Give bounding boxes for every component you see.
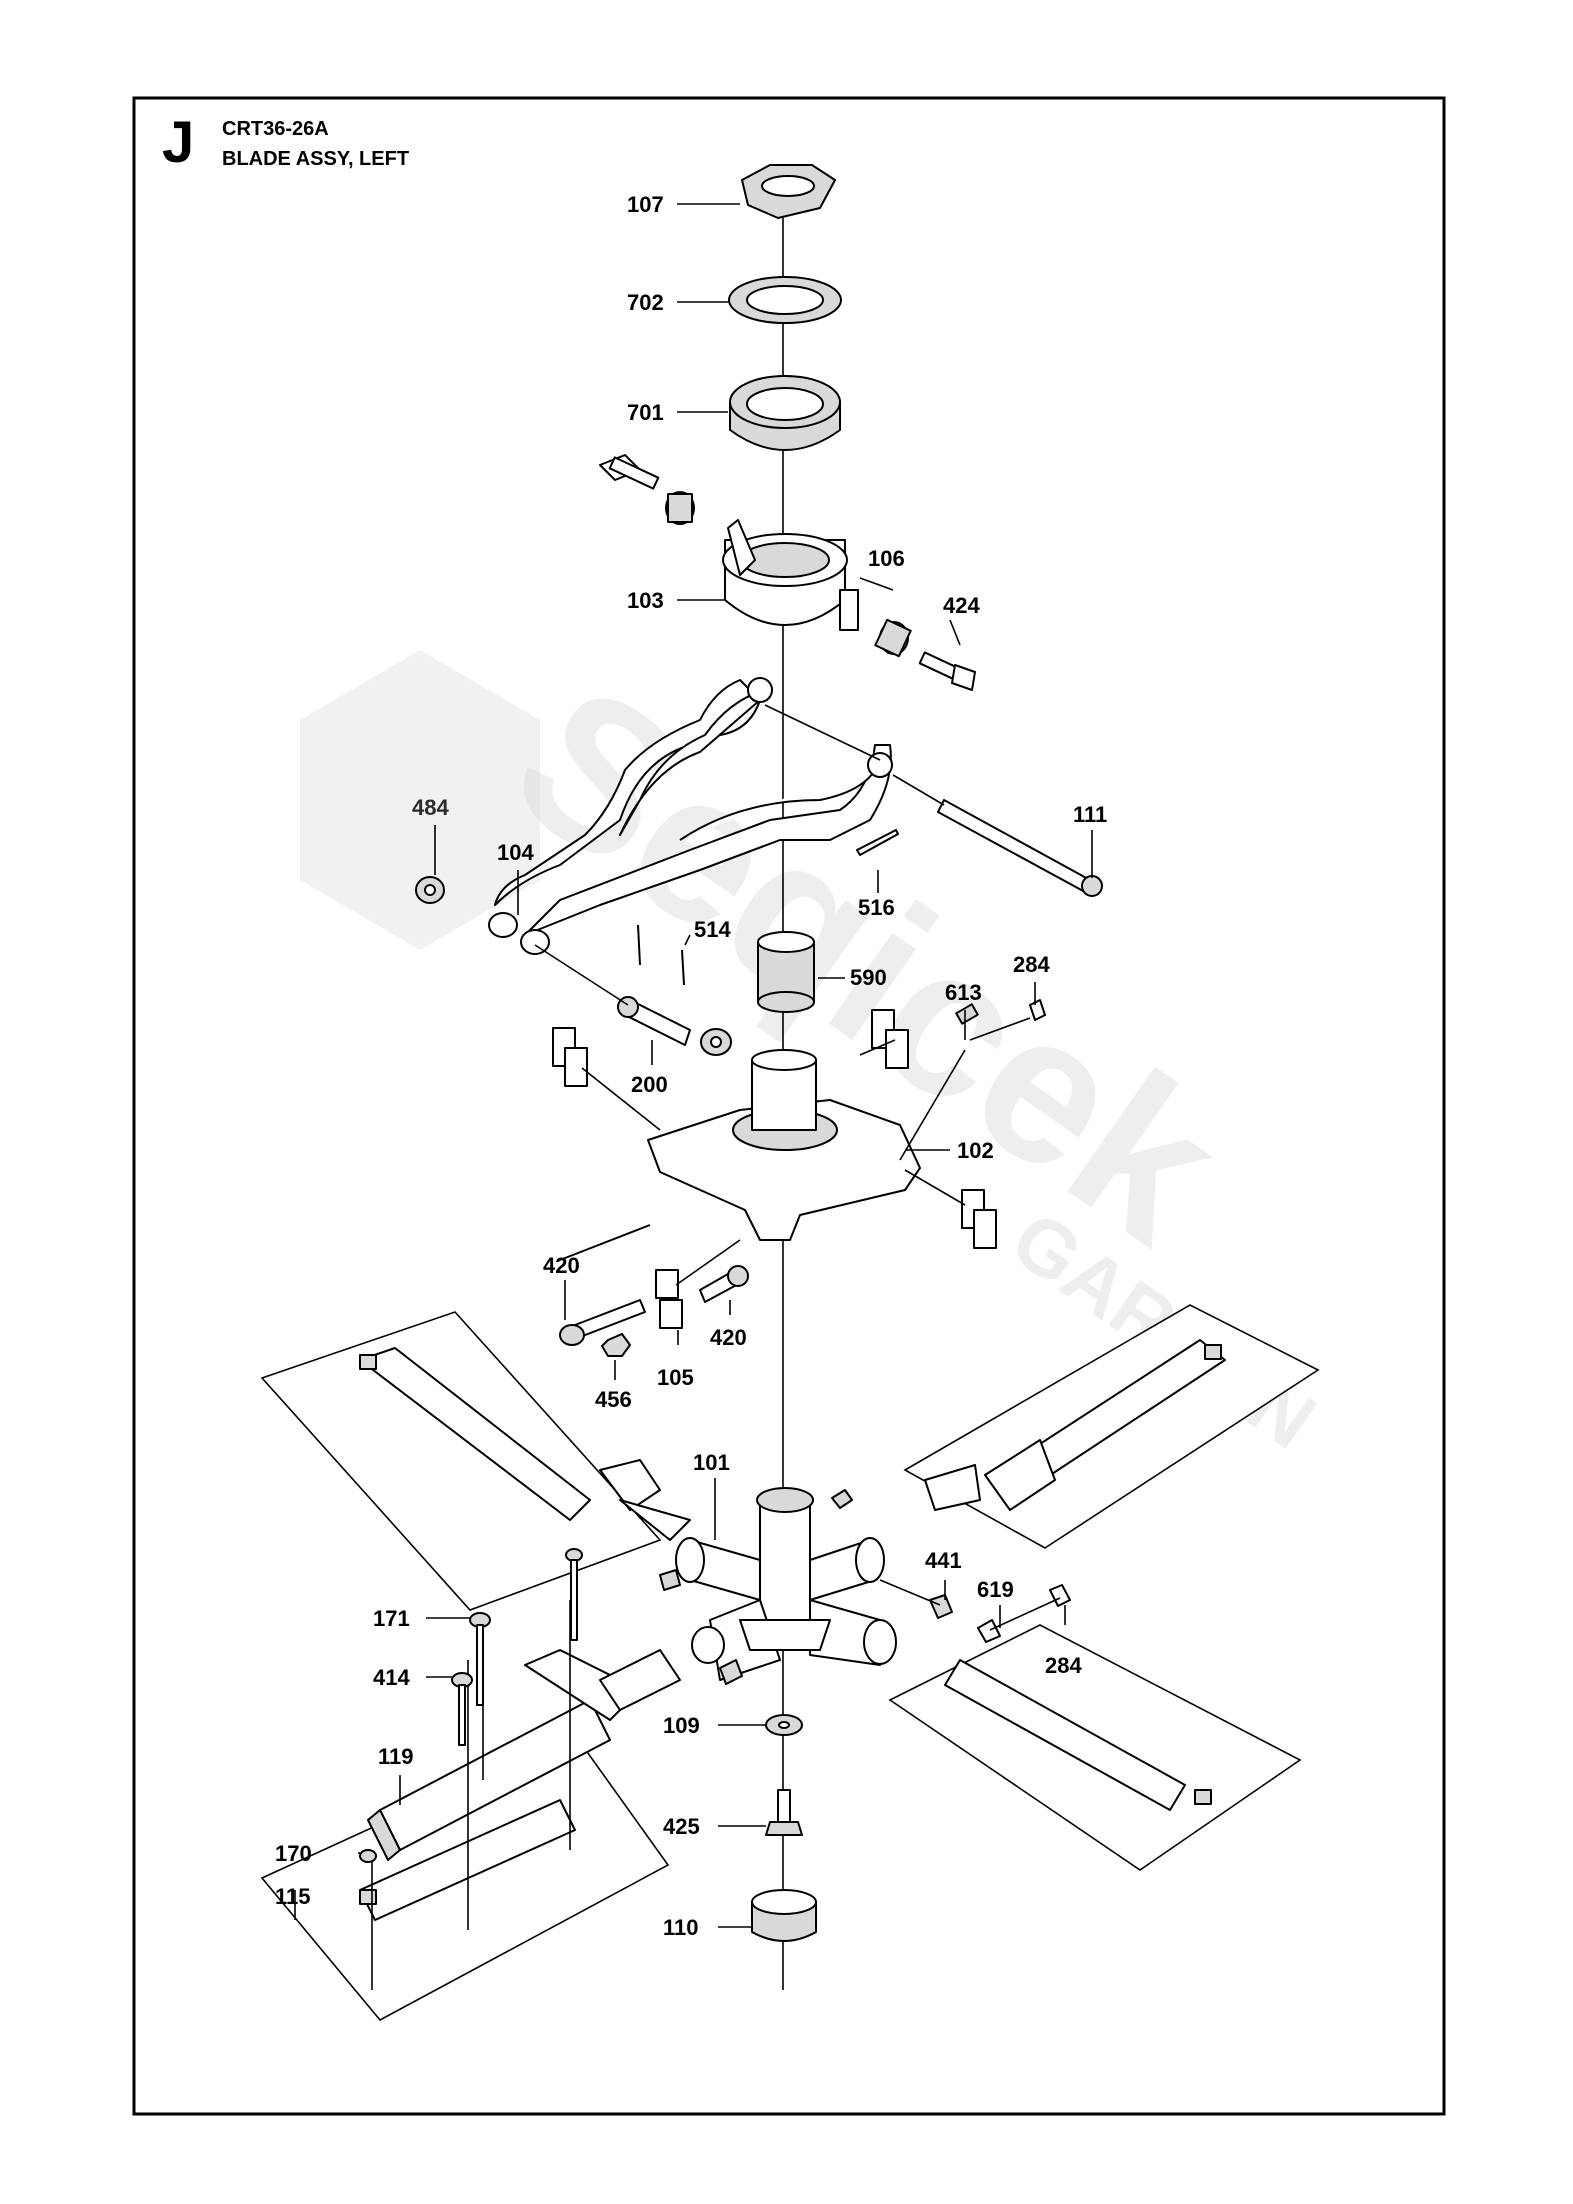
callout-170: 170 [275,1841,312,1866]
seal-ring-702 [728,276,842,324]
pin-200-assembly [534,924,732,1056]
blade-sheet-upper-right [903,1304,1320,1549]
callout-labels: 107 702 701 106 424 103 484 104 111 516 … [275,192,1107,1940]
callout-102: 102 [957,1138,994,1163]
callout-420-left: 420 [543,1253,580,1278]
leader-lines [294,203,1093,1928]
grease-fittings-top [955,999,1046,1025]
callout-619: 619 [977,1577,1014,1602]
callout-701: 701 [627,400,664,425]
pin-111 [892,774,1103,897]
callout-425: 425 [663,1814,700,1839]
assembly-title: BLADE ASSY, LEFT [222,148,409,170]
callout-104: 104 [497,840,534,865]
callout-106: 106 [868,546,905,571]
blade-holder-119 [367,1600,681,1990]
hex-nut-107 [741,164,836,219]
callout-105: 105 [657,1365,694,1390]
callout-613: 613 [945,980,982,1005]
callout-101: 101 [693,1450,730,1475]
callout-414: 414 [373,1665,410,1690]
bearing-housing-103 [599,454,976,691]
grease-fittings-right [879,1579,1071,1643]
section-letter: J [162,110,194,175]
bolt-425 [765,1789,803,1836]
cotter-pin-516 [856,829,899,856]
callout-111: 111 [1073,802,1107,827]
callout-456: 456 [595,1387,632,1412]
callout-284-right: 284 [1045,1653,1082,1678]
callout-107: 107 [627,192,664,217]
page-frame [132,96,1446,2116]
blade-sheet-upper-left [260,1311,691,1611]
callout-441: 441 [925,1548,962,1573]
callout-702: 702 [627,290,664,315]
callout-103: 103 [627,588,664,613]
callout-516: 516 [858,895,895,920]
callout-200: 200 [631,1072,668,1097]
washer-109 [765,1714,803,1736]
callout-115: 115 [275,1884,311,1909]
swing-arm-104 [488,677,893,955]
callout-119: 119 [378,1744,414,1769]
small-bolts-left [359,1548,583,1863]
sleeve-590 [757,931,815,1013]
washer-484 [415,876,445,904]
hub-101 [559,1224,897,1685]
clamp-105-group [559,1239,749,1357]
callout-110: 110 [663,1915,699,1940]
callout-171: 171 [373,1606,410,1631]
model-title: CRT36-26A [222,118,329,140]
callout-284-top: 284 [1013,952,1050,977]
callout-590: 590 [850,965,887,990]
callout-514: 514 [694,917,731,942]
callout-484: 484 [412,795,449,820]
callout-424: 424 [943,593,980,618]
callout-420-right: 420 [710,1325,747,1350]
cap-110 [751,1889,817,1942]
blade-sheet-lower-right [888,1624,1302,1871]
blade-plate-102 [552,1009,1031,1249]
callout-109: 109 [663,1713,700,1738]
bearing-701 [729,375,841,451]
